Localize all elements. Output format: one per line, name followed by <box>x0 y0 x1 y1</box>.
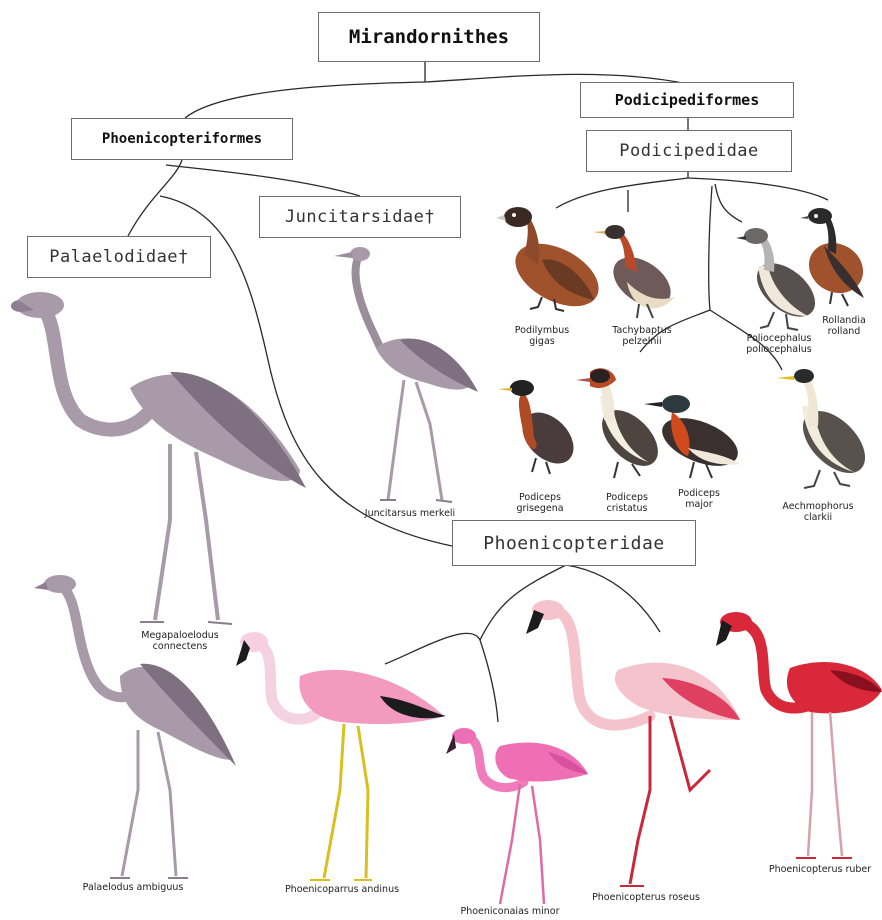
caption-genus: Rollandia <box>810 315 878 326</box>
caption-podilymbus-gigas: Podilymbus gigas <box>497 325 587 347</box>
bird-phoeniconaias-minor <box>446 728 588 904</box>
bird-podiceps-grisegena <box>498 380 583 474</box>
edge-to-palaelodidae <box>128 160 182 236</box>
caption-epithet: clarkii <box>768 512 868 523</box>
caption-name: Phoeniconaias minor <box>446 906 574 917</box>
caption-phoenicopterus-roseus: Phoenicopterus roseus <box>575 892 717 903</box>
caption-rollandia-rolland: Rollandia rolland <box>810 315 878 337</box>
node-mirandornithes: Mirandornithes <box>318 12 540 62</box>
caption-epithet: rolland <box>810 326 878 337</box>
bird-podiceps-major <box>644 395 745 478</box>
caption-genus: Megapaloelodus <box>120 630 240 641</box>
edge-root-phoenicopteriformes <box>185 82 425 118</box>
node-podicipediformes: Podicipediformes <box>580 82 794 118</box>
caption-podiceps-grisegena: Podiceps grisegena <box>500 492 580 514</box>
bird-megapaloelodus-connectens <box>11 292 306 624</box>
node-podicipedidae: Podicipedidae <box>586 130 792 172</box>
node-phoenicopteriformes: Phoenicopteriformes <box>71 118 293 160</box>
bird-phoenicoparrus-andinus <box>236 632 446 880</box>
caption-epithet: grisegena <box>500 503 580 514</box>
caption-phoenicopterus-ruber: Phoenicopterus ruber <box>762 864 878 875</box>
bird-tachybaptus-pelzelnii <box>593 225 680 318</box>
caption-podiceps-cristatus: Podiceps cristatus <box>590 492 664 514</box>
edge-to-podiceps-group <box>709 186 712 310</box>
bird-phoenicopterus-roseus <box>526 600 740 886</box>
edge-to-rollandia <box>688 178 828 200</box>
caption-name: Palaelodus ambiguus <box>68 882 198 893</box>
bird-podiceps-cristatus <box>576 368 668 478</box>
caption-genus: Podiceps <box>500 492 580 503</box>
caption-name: Juncitarsus merkeli <box>350 508 470 519</box>
caption-aechmophorus-clarkii: Aechmophorus clarkii <box>768 501 868 523</box>
edge-to-poliocephalus <box>715 184 742 222</box>
node-juncitarsidae: Juncitarsidae† <box>259 196 461 238</box>
caption-juncitarsus-merkeli: Juncitarsus merkeli <box>350 508 470 519</box>
caption-epithet: pelzelnii <box>600 336 684 347</box>
caption-genus: Podiceps <box>664 488 734 499</box>
caption-palaelodus-ambiguus: Palaelodus ambiguus <box>68 882 198 893</box>
edge-to-juncitarsidae <box>166 165 360 196</box>
edge-to-podilymbus <box>556 178 688 208</box>
caption-epithet: poliocephalus <box>727 344 831 355</box>
caption-phoeniconaias-minor: Phoeniconaias minor <box>446 906 574 917</box>
caption-tachybaptus-pelzelnii: Tachybaptus pelzelnii <box>600 325 684 347</box>
node-phoenicopteridae: Phoenicopteridae <box>452 520 696 566</box>
caption-name: Phoenicopterus roseus <box>575 892 717 903</box>
edge-to-phoenicopterus <box>566 565 660 632</box>
caption-genus: Aechmophorus <box>768 501 868 512</box>
bird-palaelodus-ambiguus <box>34 575 236 878</box>
caption-podiceps-major: Podiceps major <box>664 488 734 510</box>
caption-epithet: major <box>664 499 734 510</box>
caption-name: Phoenicopterus ruber <box>762 864 878 875</box>
caption-epithet: connectens <box>120 641 240 652</box>
caption-megapaloelodus-connectens: Megapaloelodus connectens <box>120 630 240 652</box>
bird-aechmophorus-clarkii <box>776 369 876 488</box>
caption-epithet: cristatus <box>590 503 664 514</box>
bird-juncitarsus-merkeli <box>334 247 478 502</box>
caption-phoenicoparrus-andinus: Phoenicoparrus andinus <box>272 884 412 895</box>
caption-genus: Podilymbus <box>497 325 587 336</box>
bird-phoenicopterus-ruber <box>716 612 882 858</box>
caption-genus: Tachybaptus <box>600 325 684 336</box>
caption-genus: Podiceps <box>590 492 664 503</box>
bird-podilymbus-gigas <box>496 207 609 319</box>
edge-to-minor <box>480 640 498 722</box>
node-palaelodidae: Palaelodidae† <box>27 236 211 278</box>
caption-epithet: gigas <box>497 336 587 347</box>
caption-name: Phoenicoparrus andinus <box>272 884 412 895</box>
